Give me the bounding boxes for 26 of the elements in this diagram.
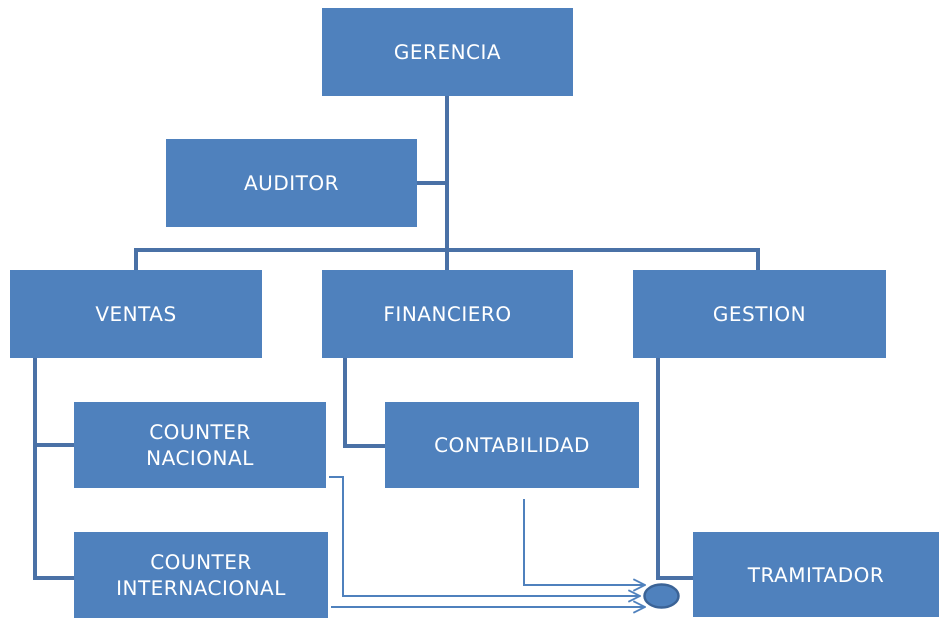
org-box xyxy=(322,270,573,358)
org-box xyxy=(385,402,639,488)
connector-line xyxy=(656,358,693,580)
box-label: COUNTER NACIONAL xyxy=(145,419,255,471)
arrow xyxy=(329,476,641,603)
arrow xyxy=(331,600,646,614)
box-label: VENTAS xyxy=(95,301,177,327)
org-box xyxy=(633,270,886,358)
org-box xyxy=(74,402,326,488)
org-box xyxy=(322,8,573,96)
connector-line xyxy=(33,358,74,580)
org-box xyxy=(74,532,328,618)
box-label: GESTION xyxy=(712,301,806,327)
box-label: COUNTER INTERNACIONAL xyxy=(115,549,287,601)
connector-line xyxy=(445,96,760,270)
box-label: AUDITOR xyxy=(244,170,339,196)
org-box xyxy=(10,270,262,358)
org-box xyxy=(166,139,417,227)
box-label: CONTABILIDAD xyxy=(434,432,590,458)
org-box xyxy=(693,532,939,617)
circle-node xyxy=(643,583,680,609)
arrow xyxy=(523,499,646,592)
box-label: TRAMITADOR xyxy=(748,562,884,588)
box-label: FINANCIERO xyxy=(383,301,512,327)
connector-line xyxy=(343,358,385,448)
box-label: GERENCIA xyxy=(394,39,502,65)
